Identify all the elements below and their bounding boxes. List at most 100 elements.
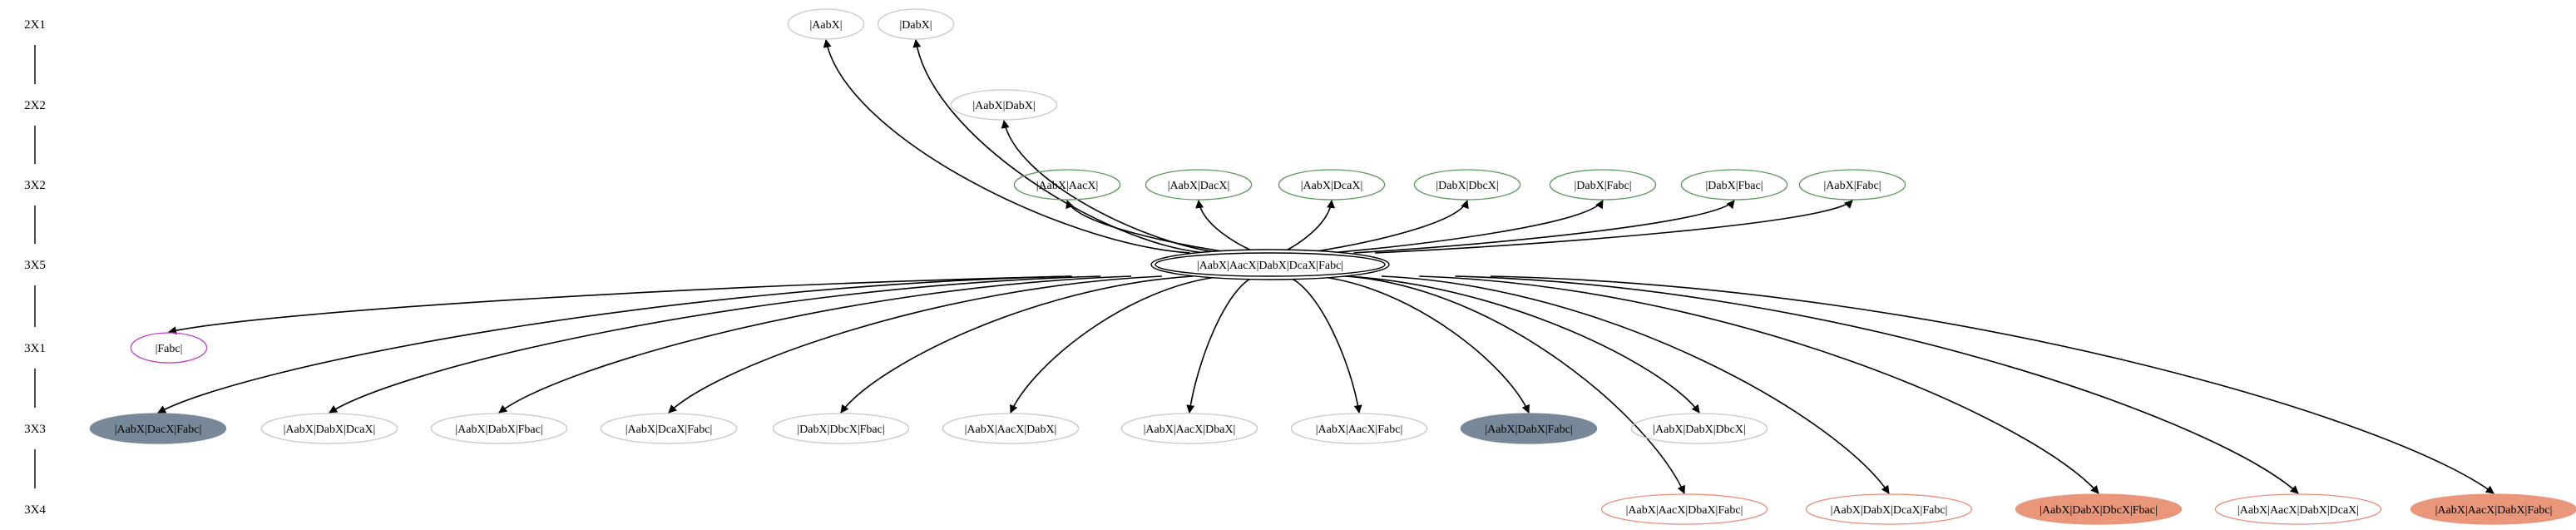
node-shape (950, 89, 1058, 121)
edge-n4 (1066, 200, 1234, 254)
graph-node: |AabX|Fabc| (1798, 169, 1906, 201)
node-shape (2015, 493, 2183, 525)
edge-n19 (1286, 275, 1362, 414)
node-shape (89, 413, 227, 444)
center-node-label: |AabX|AacX|DabX|DcaX|Fabc| (1197, 260, 1343, 272)
graph-node: |AabX|DcaX| (1278, 169, 1386, 201)
edge-n1 (823, 39, 1190, 254)
node-label: |AabX|DcaX| (1301, 180, 1363, 192)
node-label: |AabX|AacX|DbaX|Fabc| (1626, 504, 1743, 517)
edge-n9 (1353, 200, 1735, 254)
node-label: |AabX|DabX| (972, 100, 1035, 112)
graph-node: |AabX| (787, 8, 865, 40)
edge-n11 (168, 275, 1072, 334)
center-node-inner-ring (1155, 252, 1386, 277)
node-shape (600, 413, 738, 444)
edge-n26 (1490, 275, 2494, 494)
level-label: 2X1 (24, 18, 46, 32)
graph-node: |DabX|Fabc| (1549, 169, 1657, 201)
level-label: 3X5 (24, 259, 46, 272)
node-shape (2214, 493, 2382, 525)
level-label: 3X2 (24, 179, 46, 192)
rank-axis: 2X1 2X2 3X2 3X5 3X1 3X3 3X4 (24, 18, 46, 517)
node-label: |AabX|AacX|DabX| (965, 424, 1057, 436)
level-label: 3X3 (24, 423, 46, 436)
graph-node: |AabX|AacX|DabX| (942, 413, 1080, 444)
edge-n20 (1316, 275, 1530, 414)
node-shape (1278, 169, 1386, 201)
node-label: |AabX|DabX|DcaX| (284, 424, 376, 436)
node-label: |AabX|DabX|DbcX|Fbac| (2040, 504, 2158, 517)
node-label: |AabX|AacX| (1036, 180, 1099, 192)
graph-node: |DabX|DbcX|Fbac| (772, 413, 910, 444)
node-shape (1290, 413, 1428, 444)
edge-n13 (329, 275, 1101, 414)
node-label: |AabX|DabX|DcaX|Fabc| (1831, 504, 1948, 517)
edge-n8 (1329, 200, 1604, 254)
node-label: |AabX|DcaX|Fabc| (625, 424, 713, 436)
node-shape (772, 413, 910, 444)
graph-node: |AabX|DacX| (1145, 169, 1253, 201)
node-layer: |AabX| |DabX| |AabX|DabX| |AabX|AacX| |AabX|… (89, 8, 2576, 525)
node-shape (877, 8, 955, 40)
node-shape (1549, 169, 1657, 201)
node-label: |AabX|AacX|DbaX| (1144, 424, 1236, 436)
node-shape (1460, 413, 1598, 444)
level-label: 3X4 (24, 503, 46, 517)
center-node: |AabX|AacX|DabX|DcaX|Fabc| (1150, 249, 1390, 280)
node-shape (1413, 169, 1521, 201)
node-label: |DabX| (899, 19, 932, 32)
node-label: |DabX|Fabc| (1574, 180, 1631, 192)
node-shape (942, 413, 1080, 444)
edge-n24 (1419, 275, 2099, 494)
node-shape (1680, 169, 1788, 201)
node-label: |AabX|DacX| (1168, 180, 1230, 192)
node-shape (1120, 413, 1258, 444)
node-shape (1013, 169, 1121, 201)
edge-n18 (1186, 275, 1256, 414)
graph-node: |AabX|AacX| (1013, 169, 1121, 201)
graph-node: |DabX| (877, 8, 955, 40)
graph-node: |AabX|DabX|Fbac| (430, 413, 568, 444)
node-label: |DabX|Fbac| (1705, 180, 1763, 192)
node-shape (1798, 169, 1906, 201)
graph-node: |AabX|AacX|DabX|Fabc| (2410, 493, 2576, 525)
node-label: |AabX|DabX|DbcX| (1653, 424, 1746, 436)
level-label: 3X1 (24, 342, 46, 355)
graph-node: |AabX|DacX|Fabc| (89, 413, 227, 444)
edge-layer (157, 39, 2494, 494)
node-shape (260, 413, 398, 444)
node-shape (1805, 493, 1973, 525)
node-shape (130, 332, 208, 364)
node-label: |DabX|DbcX| (1436, 180, 1498, 192)
level-label: 2X2 (24, 99, 46, 112)
edge-n17 (1010, 275, 1224, 414)
node-label: |AabX|DabX|Fabc| (1485, 424, 1572, 436)
node-shape (430, 413, 568, 444)
edge-n5 (1195, 200, 1258, 254)
node-label: |AabX|AacX|DabX|DcaX| (2237, 504, 2359, 517)
node-label: |Fabc| (156, 343, 183, 355)
edge-n25 (1455, 275, 2299, 494)
node-label: |AabX|DabX|Fbac| (455, 424, 542, 436)
edge-n10 (1374, 200, 1853, 254)
node-label: |AabX|AacX|Fabc| (1316, 424, 1403, 436)
graph-node: |AabX|DabX|DbcX|Fbac| (2015, 493, 2183, 525)
node-label: |AabX|AacX|DabX|Fabc| (2435, 504, 2553, 517)
edge-n7 (1305, 200, 1469, 254)
center-node-outer-ring (1150, 249, 1390, 280)
node-shape (787, 8, 865, 40)
edge-n6 (1280, 200, 1336, 254)
node-label: |AabX|Fabc| (1823, 180, 1881, 192)
graph-node: |DabX|DbcX| (1413, 169, 1521, 201)
edge-n15 (668, 275, 1162, 414)
graph-node: |Fabc| (130, 332, 208, 364)
graph-node: |AabX|AacX|DbaX| (1120, 413, 1258, 444)
node-shape (2410, 493, 2576, 525)
graph-node: |AabX|DcaX|Fabc| (600, 413, 738, 444)
graph-node: |AabX|AacX|DabX|DcaX| (2214, 493, 2382, 525)
edge-n2 (912, 39, 1207, 254)
edge-n21 (1347, 275, 1700, 414)
edge-n23 (1381, 275, 1890, 494)
